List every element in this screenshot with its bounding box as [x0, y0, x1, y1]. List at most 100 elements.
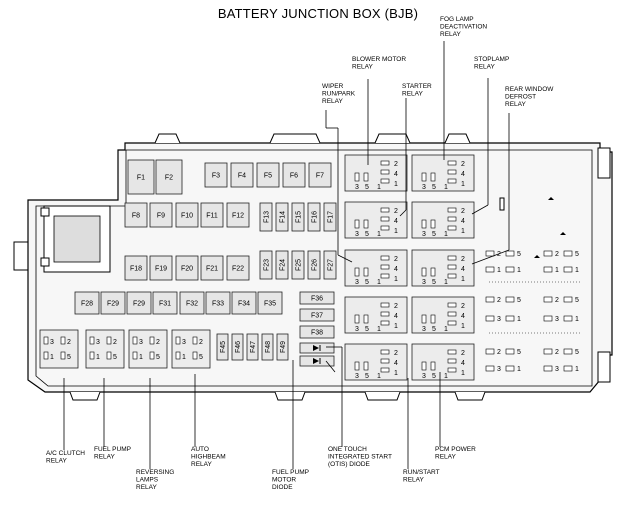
fuse-f31-3: F31: [152, 291, 178, 315]
fuse-label: F20: [181, 266, 193, 273]
pin: 5: [575, 349, 579, 356]
pin-1: 1: [461, 181, 465, 188]
pin-3: 3: [422, 184, 426, 191]
fuse-label: F36: [311, 296, 323, 303]
pin-2: 2: [461, 161, 465, 168]
pin: 2: [555, 297, 559, 304]
pin-2: 2: [394, 350, 398, 357]
label-ac-clutch-relay-line: A/C CLUTCH: [46, 450, 85, 457]
fuse-f45: F45: [216, 333, 229, 361]
fuse-f36: F36: [299, 291, 335, 305]
housing-clip: [444, 133, 471, 144]
pin-2: 2: [394, 161, 398, 168]
pin-4: 4: [394, 360, 398, 367]
pin: 2: [497, 349, 501, 356]
pin-4: 4: [394, 266, 398, 273]
pin: 5: [517, 349, 521, 356]
pin-2: 2: [199, 339, 203, 346]
marker: [499, 197, 505, 211]
pin-5: 5: [432, 279, 436, 286]
label-pcm-power-relay-line: PCM POWER: [435, 446, 476, 453]
marker: [548, 197, 554, 200]
pin-3: 3: [355, 184, 359, 191]
label-fuel-pump-relay-line: RELAY: [94, 454, 115, 461]
fuse-f14: F14: [275, 202, 289, 232]
pin-5: 5: [113, 354, 117, 361]
module-socket-inner: [53, 215, 101, 263]
label-wiper-relay-line: RUN/PARK: [322, 91, 356, 98]
fuse-label: F5: [264, 173, 272, 180]
pin-1: 1: [444, 279, 448, 286]
label-run-start-relay-line: RUN/START: [403, 469, 440, 476]
marker: [534, 255, 540, 258]
fuse-f32-4: F32: [179, 291, 205, 315]
pin-1: 1: [377, 373, 381, 380]
fuse-label: F28: [81, 301, 93, 308]
label-otis-diode-line: (OTIS) DIODE: [328, 461, 371, 468]
fuse-f21: F21: [200, 255, 224, 281]
fuse-f5: F5: [256, 162, 280, 188]
housing-clip: [269, 133, 321, 144]
label-pcm-power-relay-line: RELAY: [435, 454, 456, 461]
fuse-label: F21: [206, 266, 218, 273]
label-reversing-lamps-relay-line: LAMPS: [136, 477, 159, 484]
label-auto-highbeam-relay-line: AUTO: [191, 446, 209, 453]
label-reversing-lamps-relay-line: RELAY: [136, 484, 157, 491]
fuse-label: F49: [280, 341, 287, 353]
pin-1: 1: [139, 354, 143, 361]
diagram-title: BATTERY JUNCTION BOX (BJB): [217, 6, 419, 21]
pin-4: 4: [461, 171, 465, 178]
pin-2: 2: [394, 303, 398, 310]
pin: 2: [497, 251, 501, 258]
label-fuel-pump-motor-diode-line: MOTOR: [272, 477, 296, 484]
pin: 3: [497, 316, 501, 323]
pin-5: 5: [432, 231, 436, 238]
pin: 1: [517, 316, 521, 323]
label-blower-motor-relay-line: RELAY: [352, 64, 373, 71]
pin-1: 1: [394, 370, 398, 377]
fuse-label: F16: [312, 211, 319, 223]
pin-3: 3: [422, 231, 426, 238]
fuse-f46: F46: [231, 333, 244, 361]
fuse-label: F45: [220, 341, 227, 353]
label-wiper-relay-line: WIPER: [322, 83, 344, 90]
pin-1: 1: [461, 323, 465, 330]
pin-5: 5: [365, 184, 369, 191]
fuse-f6: F6: [282, 162, 306, 188]
pin: 1: [497, 267, 501, 274]
leader-stoplamp: [471, 204, 489, 215]
label-fog-lamp-relay-line: DEACTIVATION: [440, 24, 487, 31]
fuse-label: F38: [311, 330, 323, 337]
mount-hole: [40, 257, 50, 267]
pin: 3: [497, 366, 501, 373]
pin-3: 3: [422, 326, 426, 333]
pin-5: 5: [432, 326, 436, 333]
pin-5: 5: [199, 354, 203, 361]
fuse-label: F4: [238, 173, 246, 180]
marker: [560, 232, 566, 235]
housing-clip: [374, 133, 411, 144]
fuse-label: F13: [264, 211, 271, 223]
fuse-f34-6: F34: [231, 291, 257, 315]
fuse-label: F9: [157, 213, 165, 220]
pin-1: 1: [444, 231, 448, 238]
label-auto-highbeam-relay-line: HIGHBEAM: [191, 454, 226, 461]
fuse-f37: F37: [299, 308, 335, 322]
pin: 2: [555, 251, 559, 258]
fuse-label: F6: [290, 173, 298, 180]
